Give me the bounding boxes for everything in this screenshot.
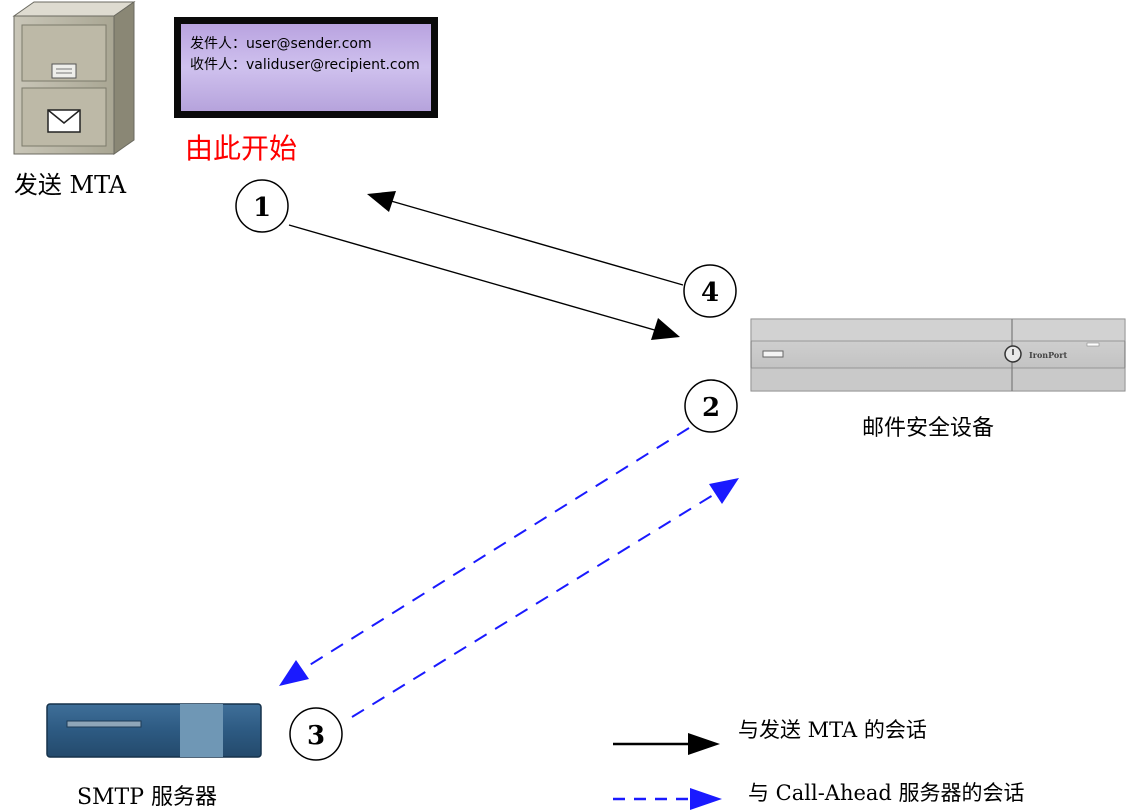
- legend-solid-arrow: [613, 733, 720, 755]
- sending-mta-icon: [12, 1, 136, 155]
- arrow-4-to-sender: [367, 191, 684, 286]
- email-security-appliance-icon: IronPort: [750, 318, 1126, 392]
- arrow-2-to-smtp-server: [279, 427, 690, 686]
- legend: 与发送 MTA 的会话 与 Call-Ahead 服务器的会话: [613, 718, 1025, 810]
- arrow-1-to-appliance: [288, 224, 680, 340]
- step-3-number: 3: [307, 721, 325, 751]
- legend-dashed-arrow: [613, 788, 722, 810]
- power-button-icon: [1004, 345, 1022, 363]
- sending-mta-label: 发送 MTA: [14, 171, 127, 199]
- step-3-marker: 3: [289, 707, 343, 761]
- appliance-label: 邮件安全设备: [862, 416, 994, 441]
- email-to-text: 收件人：validuser@recipient.com: [190, 57, 420, 73]
- smtp-server-label: SMTP 服务器: [77, 785, 217, 810]
- step-2-marker: 2: [684, 379, 738, 433]
- legend-dashed-label: 与 Call-Ahead 服务器的会话: [748, 781, 1025, 805]
- step-4-number: 4: [701, 278, 719, 308]
- legend-solid-label: 与发送 MTA 的会话: [738, 718, 927, 742]
- appliance-brand-logo: IronPort: [1029, 350, 1067, 360]
- mail-envelope-icon: [47, 109, 81, 133]
- email-panel: 发件人：user@sender.com 收件人：validuser@recipi…: [174, 17, 438, 118]
- step-1-marker: 1: [235, 179, 289, 233]
- smtp-server-icon: [46, 703, 262, 758]
- email-from-text: 发件人：user@sender.com: [190, 36, 372, 52]
- arrow-3-to-appliance: [351, 478, 739, 718]
- step-2-number: 2: [702, 393, 720, 423]
- step-1-number: 1: [253, 193, 271, 223]
- start-here-label: 由此开始: [185, 132, 297, 165]
- step-4-marker: 4: [683, 264, 737, 318]
